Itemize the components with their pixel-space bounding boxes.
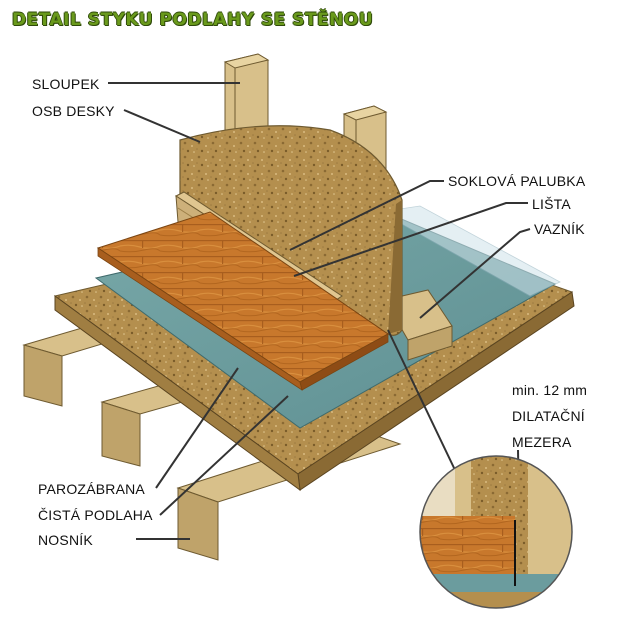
finished-floor-board: [96, 211, 389, 391]
label-soklova-palubka: SOKLOVÁ PALUBKA: [448, 173, 586, 189]
label-cista-podlaha: ČISTÁ PODLAHA: [38, 507, 153, 523]
detail-zoom-circle: [419, 455, 573, 609]
diagram-title: DETAIL STYKU PODLAHY SE STĚNOU: [12, 10, 374, 30]
label-vaznik: VAZNÍK: [534, 221, 585, 237]
label-osb-desky: OSB DESKY: [32, 103, 115, 119]
label-sloupek: SLOUPEK: [32, 76, 100, 92]
osb-wall-board: [179, 125, 403, 336]
label-gap-dilatacni: DILATAČNÍ: [512, 408, 585, 424]
transparent-foil: [378, 205, 561, 297]
label-gap-mezera: MEZERA: [512, 434, 572, 450]
label-nosnik: NOSNÍK: [38, 532, 93, 548]
label-parozabrana: PAROZÁBRANA: [38, 481, 145, 497]
label-gap-min: min. 12 mm: [512, 382, 588, 398]
label-lista: LIŠTA: [532, 196, 571, 212]
leader-lines: [108, 82, 531, 557]
